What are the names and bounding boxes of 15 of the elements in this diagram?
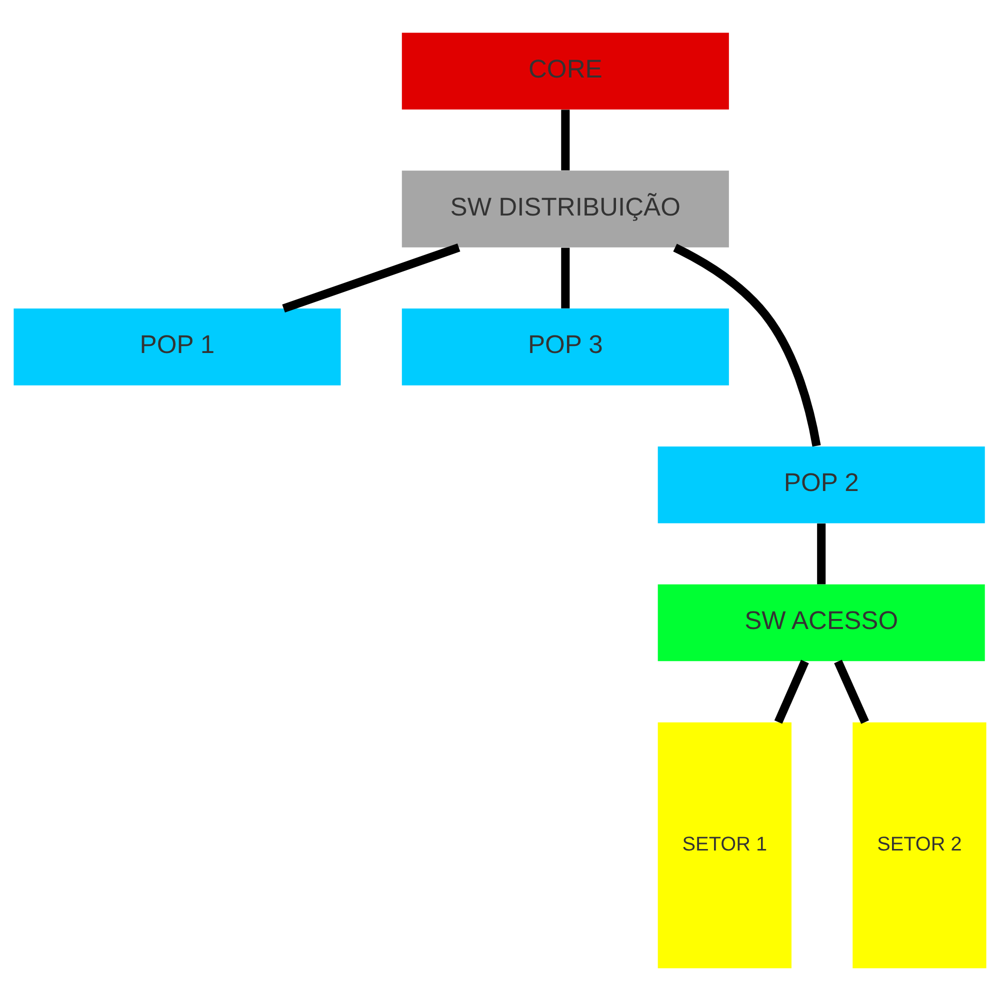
node-box: POP 1 (14, 308, 341, 385)
connector (834, 659, 869, 724)
connector (561, 109, 570, 170)
node-box: POP 2 (658, 446, 985, 523)
connector (817, 523, 826, 584)
connector (561, 247, 570, 308)
node-box: SW DISTRIBUIÇÃO (402, 170, 729, 247)
node-box: SETOR 2 (852, 722, 986, 968)
node-box: CORE (402, 32, 729, 109)
connector (282, 242, 460, 312)
node-box: SW ACESSO (658, 584, 985, 661)
connector (774, 659, 809, 724)
node-box: SETOR 1 (658, 722, 792, 968)
connector (673, 243, 821, 446)
node-box: POP 3 (402, 308, 729, 385)
